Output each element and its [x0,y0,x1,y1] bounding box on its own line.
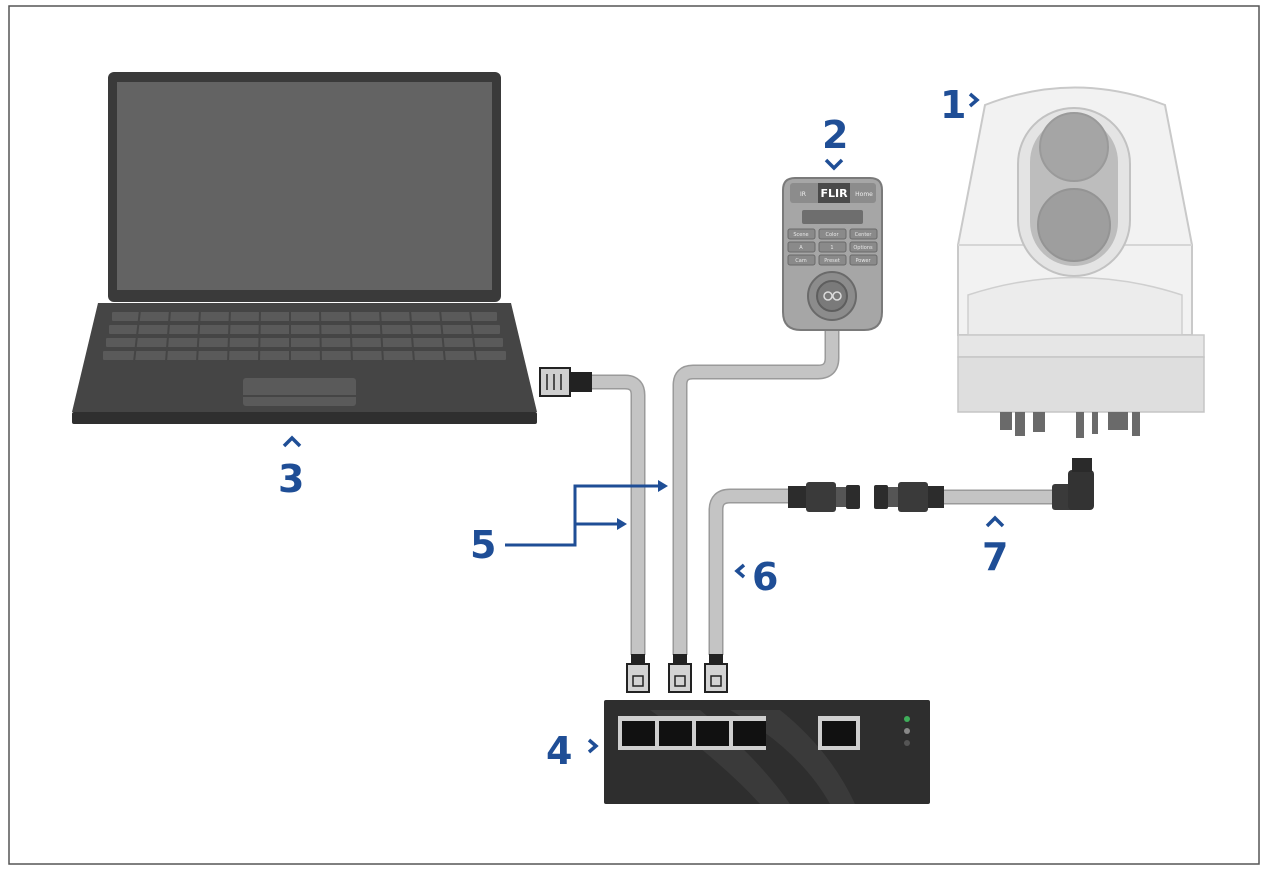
keypad-right-key-label: Home [855,191,873,198]
callout-3-laptop: 3 [278,457,304,501]
keypad-key-label: A [799,245,803,251]
cable-keypad-to-switch [672,330,840,655]
callout-4-chevron-icon [587,738,599,754]
keypad-key-label: Scene [793,232,808,238]
laptop [72,72,537,424]
laptop-base-edge [72,412,537,424]
thermal-camera [957,86,1205,438]
keypad-left-key-label: IR [800,191,806,198]
keypad-key-label: Cam [795,258,807,264]
rj45-plugs-switch [626,654,728,693]
callout-5-network-cables: 5 [470,523,496,567]
callout-1-chevron-icon [968,92,980,108]
callout-6-camera-network-cable: 6 [752,555,778,599]
keypad-brand-label: FLIR [820,187,848,200]
callout-7-power-cable: 7 [982,535,1008,579]
cable-camera-network [708,488,790,655]
keypad-controller: FLIR IR Home Scene Color Center A 1 Opti… [782,177,883,331]
switch-status-led [904,716,910,722]
camera-lens-lower [1037,188,1111,262]
callout-5-arrow-icon [658,480,668,492]
cable-laptop-to-switch [590,374,646,655]
camera-base [957,356,1205,413]
power-connector [1052,458,1094,510]
callout-3-chevron-icon [282,435,302,448]
callout-6-chevron-icon [734,563,746,579]
switch-ports [618,716,860,750]
laptop-screen [117,82,492,290]
network-switch [604,700,930,804]
camera-base-ring [957,334,1205,358]
keypad-key-label: 1 [830,245,833,251]
callout-4-switch: 4 [546,729,572,773]
keypad-display [802,210,863,224]
laptop-keyboard [103,312,506,360]
rj45-plug-laptop [539,367,592,397]
keypad-key-label: Center [855,232,873,238]
camera-connectors [1000,412,1140,438]
callout-2-keypad: 2 [822,113,848,157]
keypad-key-label: Power [855,258,871,264]
callout-5-arrow-icon [617,518,627,530]
laptop-trackpad [243,378,356,406]
keypad-key-label: Options [853,245,873,251]
keypad-key-label: Preset [824,258,840,264]
network-connector-pair [788,482,944,512]
callout-7-chevron-icon [985,515,1005,528]
callout-5-bracket [505,484,660,547]
callout-2-chevron-icon [824,158,844,171]
camera-lens-upper [1039,112,1109,182]
keypad-buttons [787,228,878,266]
keypad-key-label: Color [825,232,839,238]
callout-1-camera: 1 [940,83,966,127]
